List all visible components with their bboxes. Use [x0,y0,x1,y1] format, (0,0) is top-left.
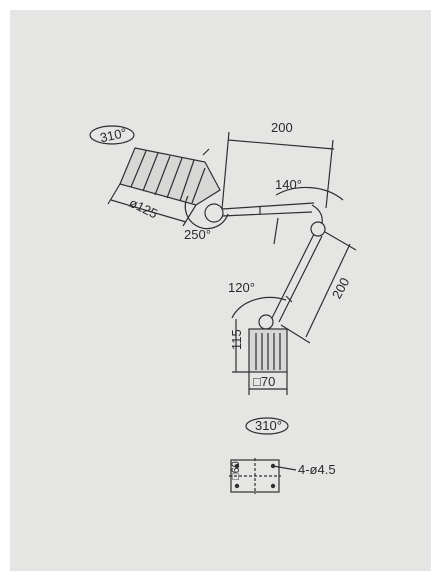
rotation-base-ellipse [245,417,289,435]
base-height-label: 115 [229,329,244,350]
angle-base-label: 120° [228,280,255,295]
elbow-tick [273,217,279,245]
elbow-angle-arc [275,186,344,201]
head-diameter-dim [107,183,197,227]
elbow-joint [310,221,326,237]
upper-arm [221,202,315,217]
lower-arm [271,233,323,323]
lower-arm-dim [280,231,357,344]
base-joint [258,314,274,330]
head-joint [204,203,224,223]
head-angle-arc [184,195,229,230]
base-width-label: □70 [253,374,275,389]
base-width-dim [248,372,288,395]
upper-arm-dim [221,131,335,210]
base-body [248,328,288,373]
mount-holes-label: 4-ø4.5 [298,462,336,477]
rotation-top-ellipse [89,125,135,145]
angle-head-label: 250° [184,227,211,242]
angle-elbow-label: 140° [275,177,302,192]
base-height-dim [232,319,249,373]
lamp-head [119,147,221,206]
mount-plate [229,458,297,494]
rotation-top-label: 310° [99,125,128,145]
rotation-base-label: 310° [255,418,282,433]
mount-side-label: □60 [230,461,242,480]
base-angle-arc [231,296,287,319]
paper-area [10,10,431,571]
arm-upper-length-label: 200 [271,120,293,135]
